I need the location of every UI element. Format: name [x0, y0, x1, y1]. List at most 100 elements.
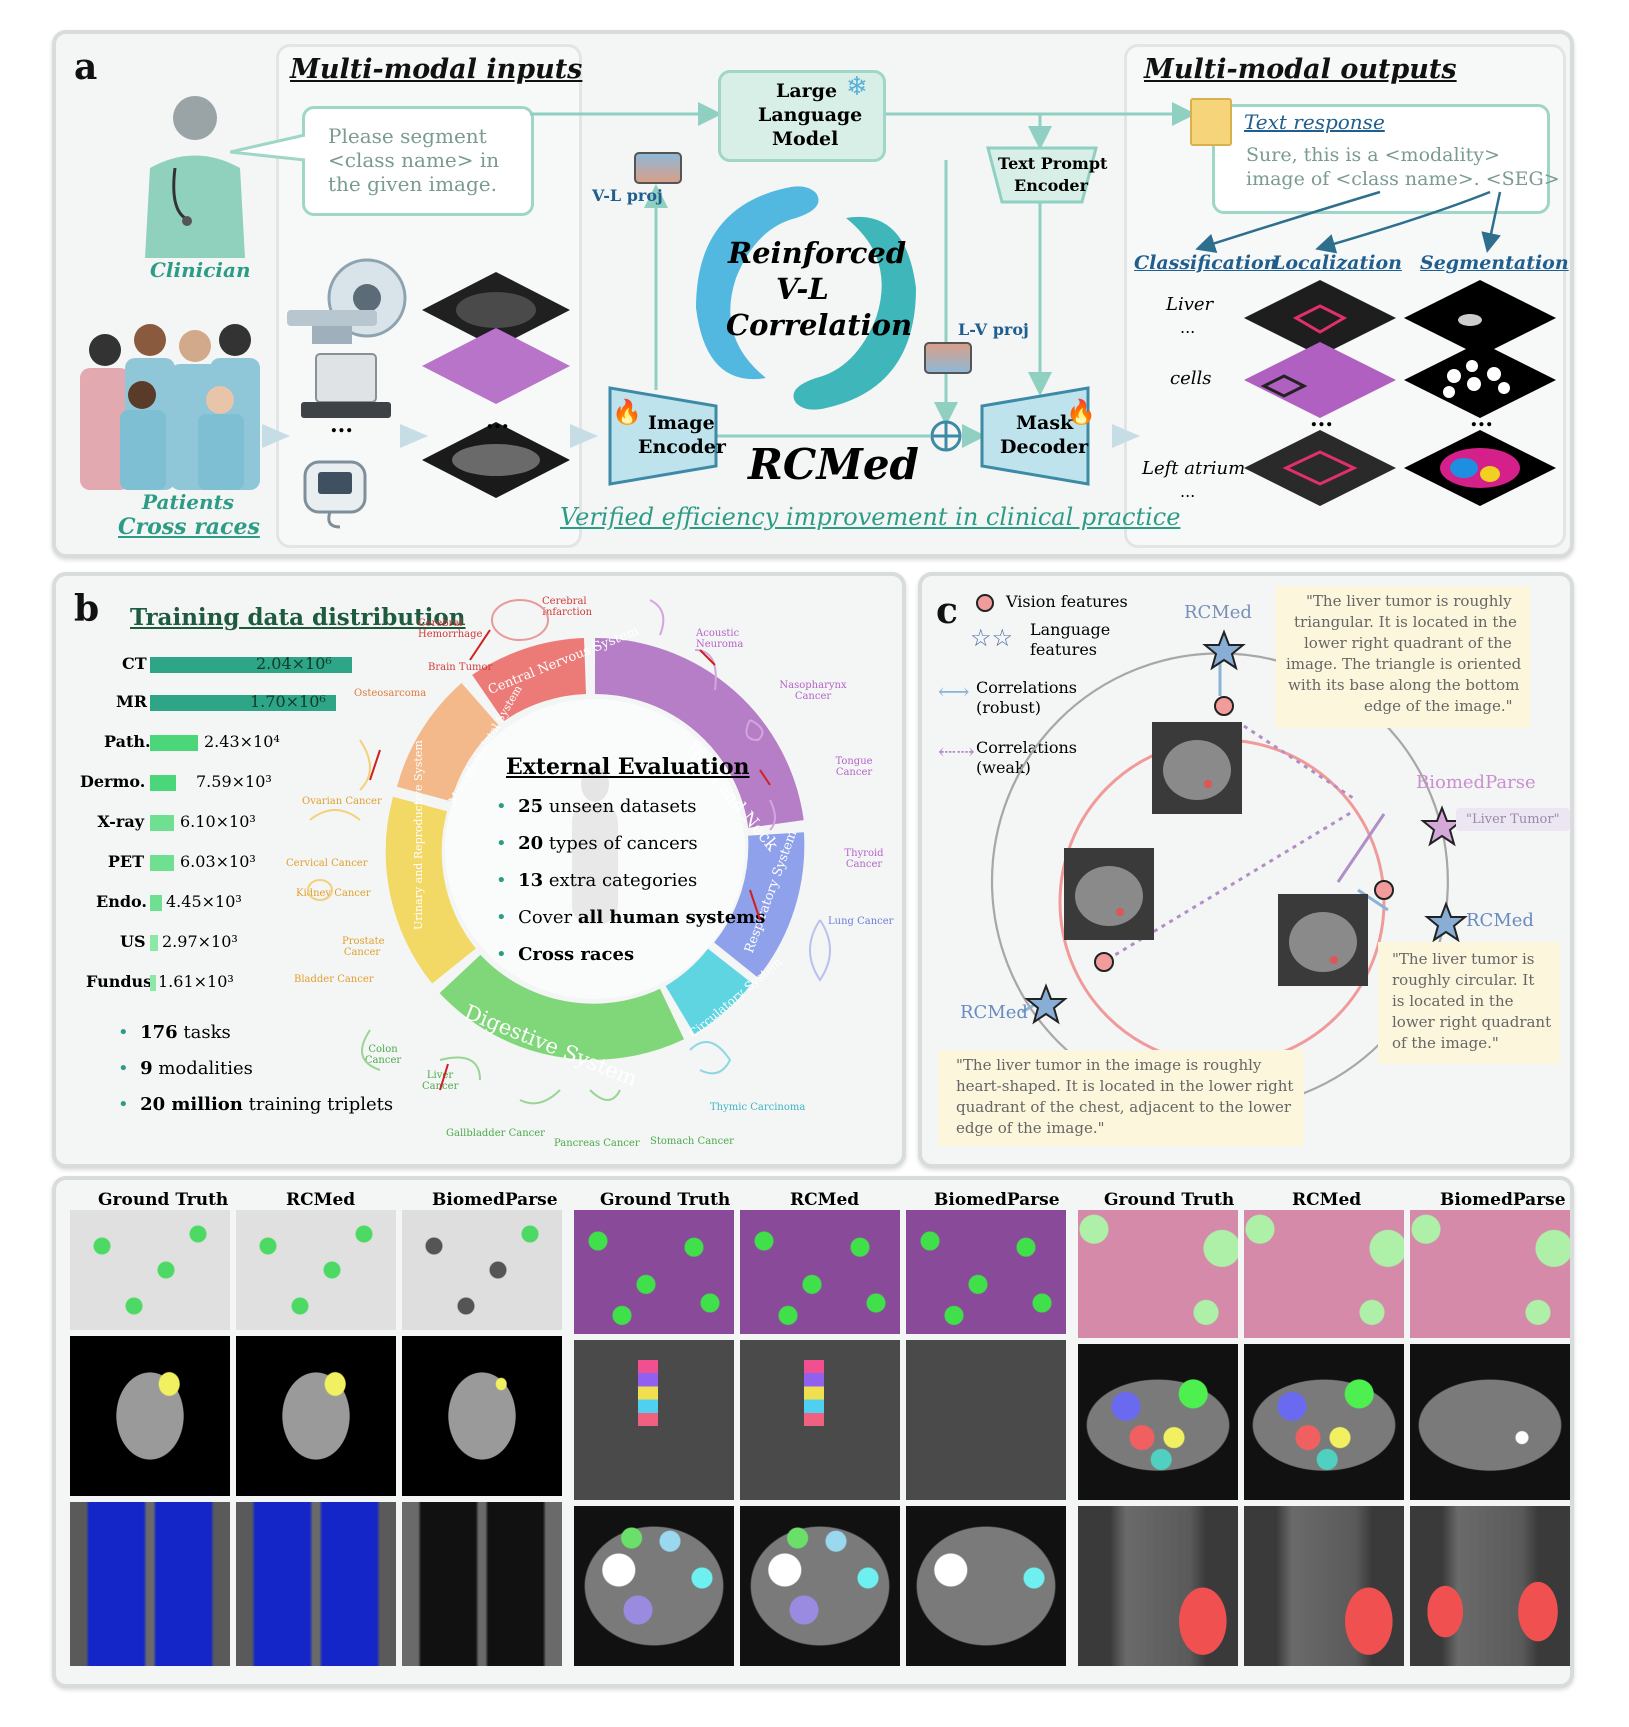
lv-proj-label: L-V proj: [958, 320, 1029, 339]
result-image: [1244, 1344, 1404, 1500]
mod-name: Dermo.: [80, 772, 146, 791]
result-image: [70, 1336, 230, 1496]
images-ellipsis: ...: [486, 408, 509, 434]
reinforced-line-1: Reinforced: [728, 236, 907, 270]
mod-value: 6.10×10³: [180, 812, 256, 831]
legend-robust-line-1: Correlations: [976, 678, 1077, 697]
organ-thyroid-cancer: Thyroid Cancer: [844, 848, 884, 870]
cross-races-label: Cross races: [118, 514, 260, 540]
organ-tongue-cancer: Tongue Cancer: [835, 756, 873, 778]
col-header-gt-3: Ground Truth: [1104, 1190, 1235, 1210]
mod-name: Fundus: [86, 972, 153, 991]
stat-1: • 176 tasks: [118, 1022, 231, 1043]
flow-arrows: [262, 102, 1196, 452]
clinician-label: Clinician: [150, 258, 251, 282]
result-image: [740, 1506, 900, 1666]
result-image: [70, 1502, 230, 1666]
quote-bottom-3: quadrant of the chest, adjacent to the l…: [956, 1098, 1292, 1116]
organ-osteosarcoma: Osteosarcoma: [354, 688, 427, 699]
mod-bar: [150, 735, 198, 751]
col-header-gt-1: Ground Truth: [98, 1190, 229, 1210]
col-header-rcmed-3: RCMed: [1292, 1190, 1362, 1210]
quote-bottom-1: "The liver tumor in the image is roughly: [956, 1056, 1262, 1074]
result-image: [236, 1210, 396, 1330]
lv-proj-block: [924, 342, 972, 374]
image-encoder-line-1: Image: [648, 412, 715, 434]
ct-scanner-icon: [287, 258, 407, 344]
class-label-ellipsis-1: ...: [1180, 318, 1196, 337]
mod-value: 2.04×10⁶: [256, 654, 332, 673]
rcmed-title: RCMed: [748, 440, 919, 489]
class-label-liver: Liver: [1166, 294, 1214, 315]
outputs-title: Multi-modal outputs: [1144, 54, 1457, 85]
organ-brain-tumor: Brain Tumor: [428, 662, 493, 673]
mod-bar: [150, 815, 174, 831]
biomedparse-label: BiomedParse: [1416, 772, 1536, 793]
result-image: [1244, 1506, 1404, 1666]
external-item-2: • 20 types of cancers: [496, 833, 698, 854]
prompt-line-2: <class name> in: [328, 148, 500, 172]
prompt-line-3: the given image.: [328, 172, 497, 196]
organ-cerebral-infarction: Cerebral Infarction: [542, 596, 593, 618]
vl-proj-label: V-L proj: [592, 186, 663, 205]
external-item-1: • 25 unseen datasets: [496, 796, 697, 817]
legend-robust-arrow: ⟷: [938, 680, 970, 705]
response-line-2: image of <class name>. <SEG>: [1246, 168, 1560, 190]
mod-name: X-ray: [97, 812, 144, 831]
panel-a-label: a: [74, 46, 98, 88]
external-evaluation-title: External Evaluation: [506, 754, 750, 780]
mod-name: US: [120, 932, 146, 951]
legend-weak-line-2: (weak): [976, 758, 1031, 777]
quote-right-1: "The liver tumor is: [1392, 950, 1535, 968]
organ-lung-cancer: Lung Cancer: [828, 916, 894, 927]
mod-value: 7.59×10³: [196, 772, 272, 791]
legend-vision-marker: [976, 594, 994, 612]
note-icon: [1190, 98, 1232, 146]
mod-name: MR: [116, 692, 148, 711]
organ-cerebral-hemorrhage: Cerebral Hemorrhage: [418, 618, 483, 640]
clinician-figure: [145, 96, 245, 258]
result-image: [1410, 1506, 1570, 1666]
training-title: Training data distribution: [130, 604, 466, 631]
legend-language-line-1: Language: [1030, 620, 1111, 639]
quote-top-3: lower right quadrant of the: [1304, 634, 1512, 652]
mod-value: 1.61×10³: [158, 972, 234, 991]
classification-label: Classification: [1134, 252, 1278, 274]
result-image: [1078, 1506, 1238, 1666]
col-header-biomed-1: BiomedParse: [432, 1190, 558, 1210]
organ-stomach-cancer: Stomach Cancer: [650, 1136, 734, 1147]
result-image: [236, 1336, 396, 1496]
mod-value: 1.70×10⁶: [250, 692, 326, 711]
flame-icon-image-encoder: 🔥: [612, 398, 642, 426]
stat-3: • 20 million training triplets: [118, 1094, 394, 1115]
body-systems-ring: [385, 638, 805, 1060]
mod-name: CT: [122, 654, 147, 673]
mod-bar: [150, 975, 156, 991]
external-item-4: • Cover all human systems: [496, 907, 766, 928]
mod-bar: [150, 775, 176, 791]
organ-icons: [307, 599, 831, 1105]
correlation-swirl: [696, 186, 916, 410]
mask-decoder-line-2: Decoder: [1000, 436, 1089, 458]
mod-bar: [150, 855, 174, 871]
llm-box: [718, 70, 886, 162]
output-images: [1244, 280, 1556, 506]
quote-right-box: [1378, 942, 1560, 1064]
quote-right-4: lower right quadrant: [1392, 1013, 1552, 1031]
mod-bar: [150, 657, 352, 673]
text-prompt-line-2: Encoder: [1014, 176, 1089, 195]
mod-bar: [150, 895, 162, 911]
col-header-biomed-2: BiomedParse: [934, 1190, 1060, 1210]
mask-decoder-line-1: Mask: [1016, 412, 1074, 434]
col-header-rcmed-2: RCMed: [790, 1190, 860, 1210]
text-response-box: [1212, 104, 1550, 214]
quote-top-2: triangular. It is located in the: [1294, 613, 1517, 631]
verified-caption: Verified efficiency improvement in clini…: [560, 503, 1181, 531]
result-image: [1078, 1210, 1238, 1338]
legend-star-icon: ☆☆: [970, 624, 1014, 652]
mod-name: PET: [107, 852, 144, 871]
mod-value: 4.45×10³: [166, 892, 242, 911]
mod-name: Path.: [104, 732, 151, 751]
result-image: [236, 1502, 396, 1666]
legend-weak-line-1: Correlations: [976, 738, 1077, 757]
